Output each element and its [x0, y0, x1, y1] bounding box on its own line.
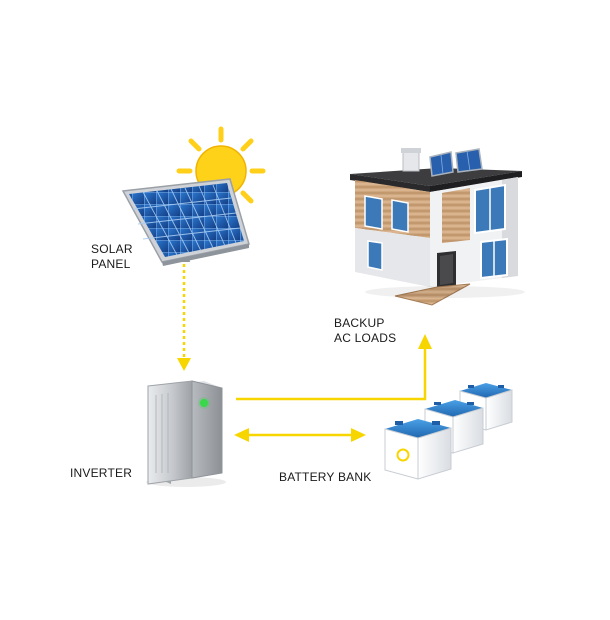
- solar-panel-label-line2: PANEL: [91, 257, 133, 272]
- inverter-to-loads-line: [236, 347, 425, 399]
- inverter-battery-arrow-right: [351, 428, 366, 442]
- battery-bank-label: BATTERY BANK: [279, 470, 371, 485]
- house-icon: [350, 148, 525, 305]
- inverter-icon: [146, 381, 226, 487]
- inverter-to-loads-arrow: [418, 334, 432, 349]
- solar-panel-label: SOLAR PANEL: [91, 242, 133, 272]
- solar-panel-label-line1: SOLAR: [91, 242, 133, 257]
- backup-loads-label: BACKUP AC LOADS: [334, 316, 396, 346]
- battery-bank: [385, 383, 512, 479]
- backup-loads-label-line2: AC LOADS: [334, 331, 396, 346]
- inverter-battery-arrow-left: [234, 428, 249, 442]
- battery-icon: [385, 419, 451, 479]
- solar-panel-icon: [123, 179, 249, 266]
- solar-to-inverter-arrow: [177, 358, 191, 371]
- inverter-label: INVERTER: [70, 466, 132, 481]
- backup-loads-label-line1: BACKUP: [334, 316, 396, 331]
